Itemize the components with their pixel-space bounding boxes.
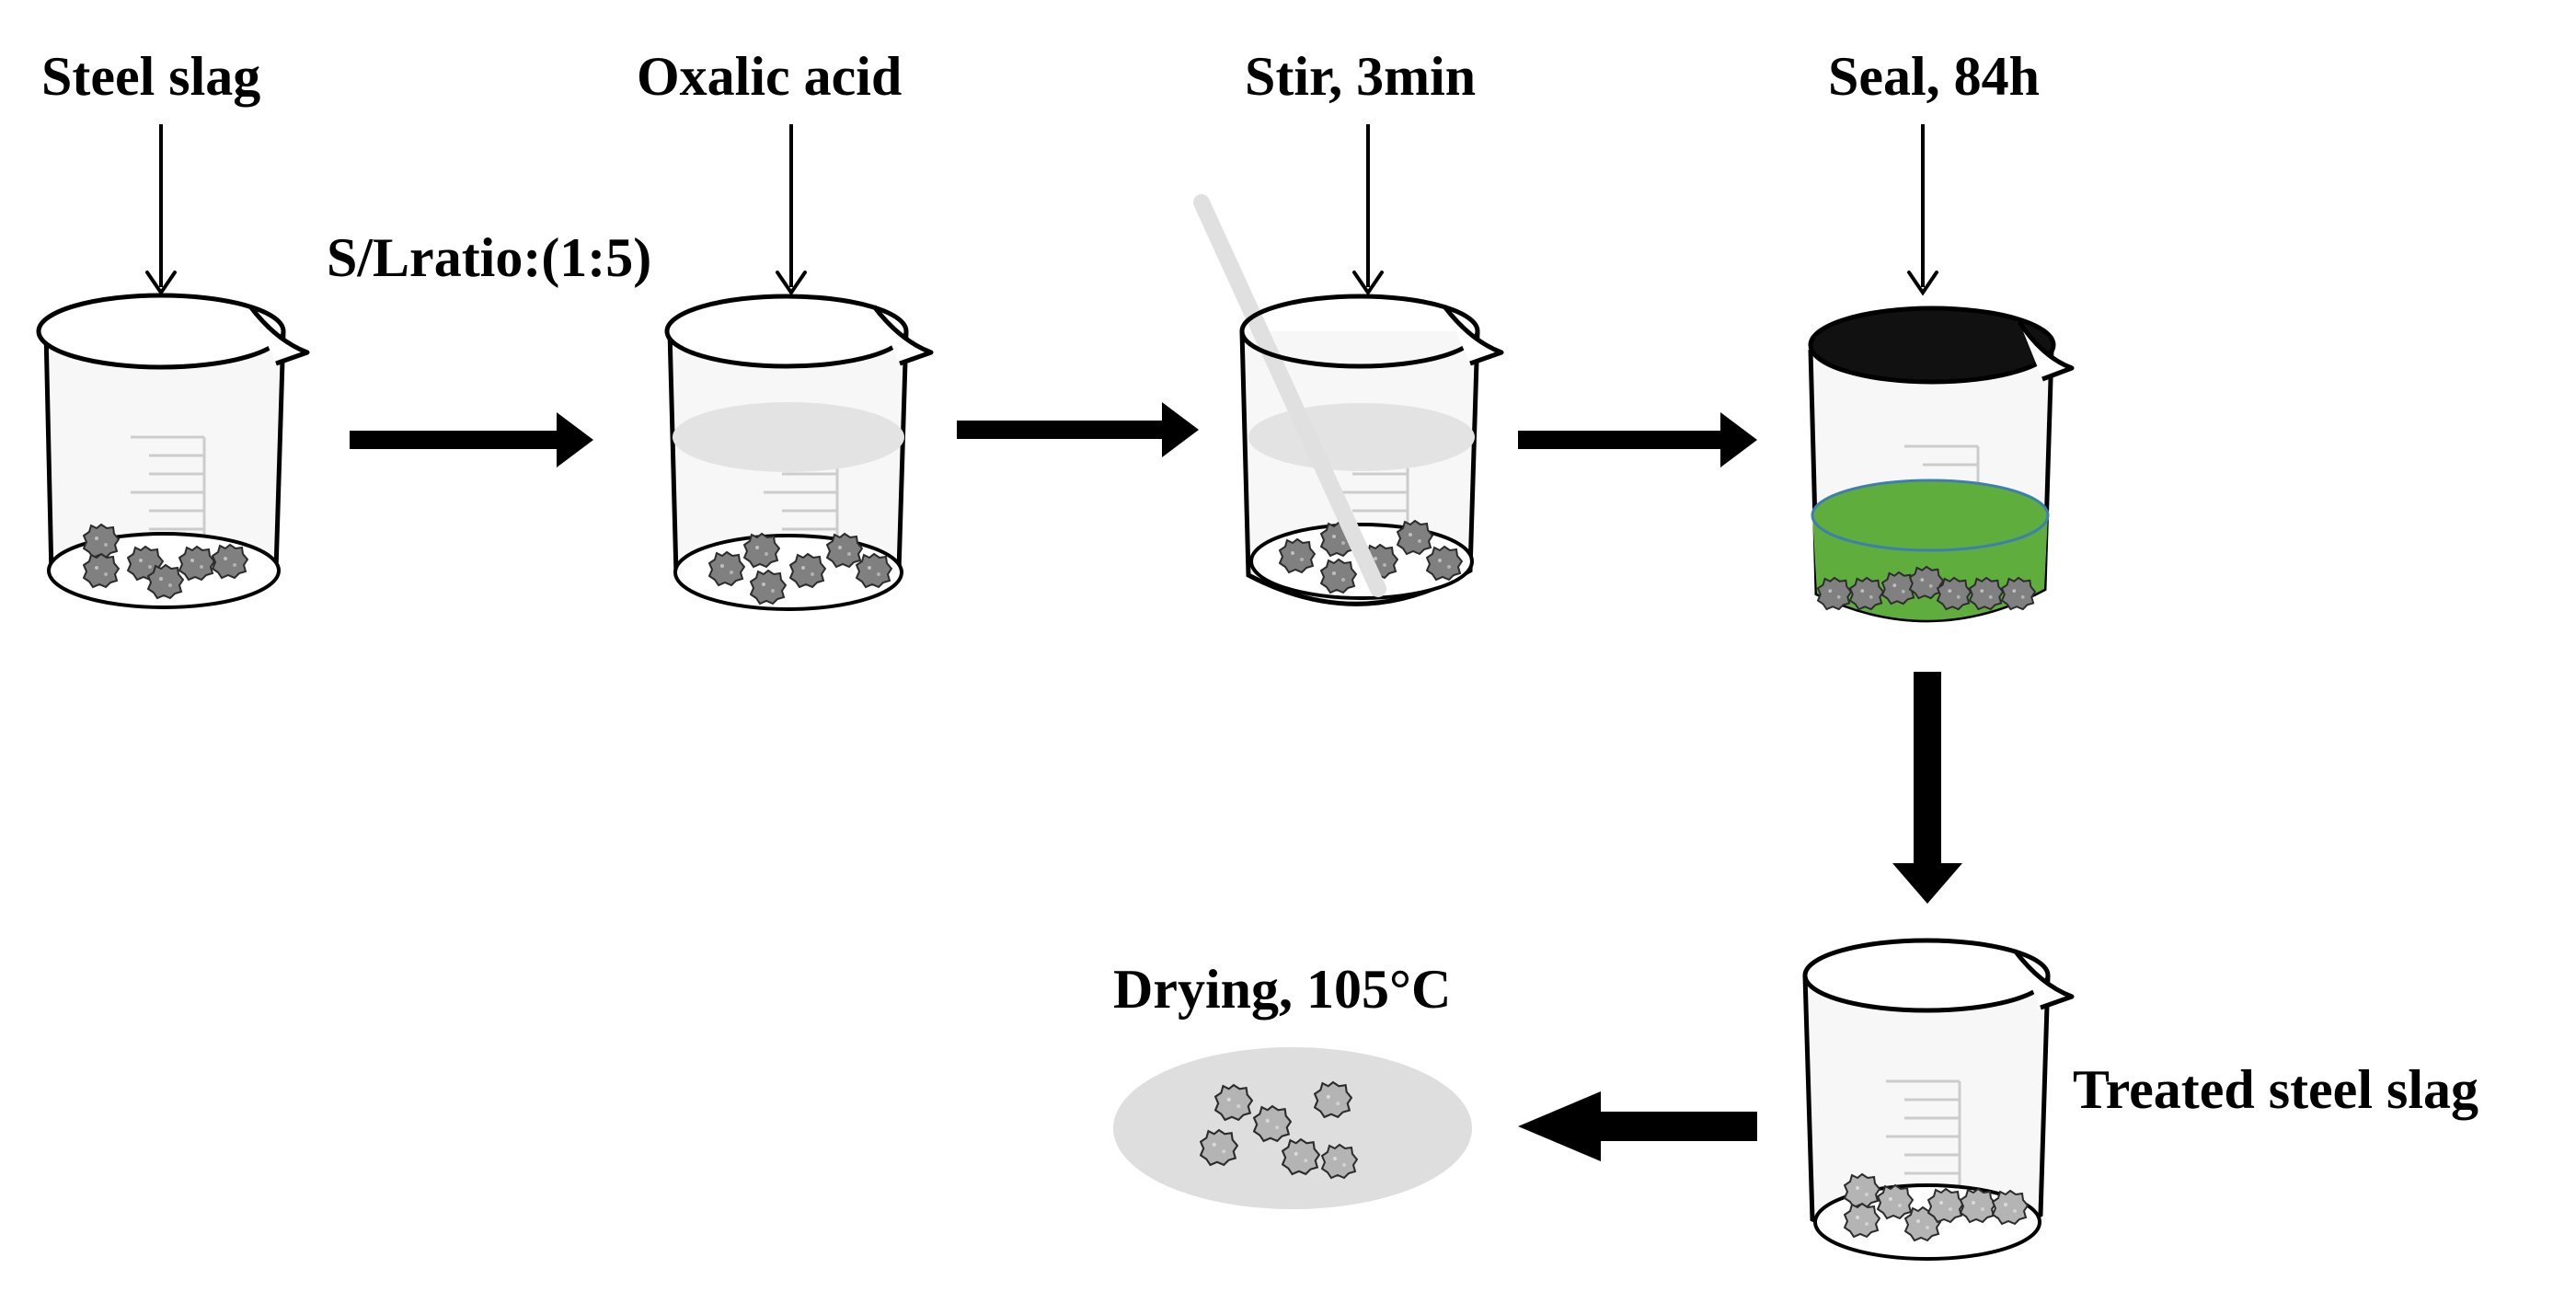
input-arrows — [145, 124, 1938, 296]
arrow-right-1 — [350, 412, 593, 467]
arrow-left-thick — [1518, 1091, 1757, 1161]
dish — [1113, 1047, 1472, 1209]
label-treated-steel-slag: Treated steel slag — [2073, 1059, 2478, 1120]
arrow-down-oxalic-acid — [776, 124, 807, 296]
beaker-oxalic-acid — [664, 294, 934, 611]
beaker-rim — [1239, 294, 1480, 369]
beaker-steel-slag — [36, 293, 310, 609]
beaker-spout — [2017, 320, 2075, 382]
arrow-down-thick — [1892, 672, 1962, 904]
beaker-rim — [664, 294, 909, 369]
label-seal: Seal, 84h — [1828, 46, 2040, 107]
beaker-spout — [2013, 949, 2075, 1010]
arrow-down-stir — [1352, 124, 1384, 296]
beaker-rim — [1802, 938, 2051, 1013]
beaker-spout — [872, 305, 934, 366]
beaker-rim — [36, 293, 286, 370]
beaker-spout — [248, 305, 310, 366]
beaker-treated — [1802, 938, 2075, 1261]
process-arrows — [350, 402, 1962, 1161]
arrow-right-2 — [957, 402, 1199, 457]
label-oxalic-acid: Oxalic acid — [637, 46, 902, 107]
arrow-down-steel-slag — [145, 124, 177, 296]
label-stir: Stir, 3min — [1245, 46, 1476, 107]
green-liquid-surface — [1811, 479, 2050, 552]
arrow-down-seal — [1907, 124, 1938, 296]
liquid-surface — [1248, 403, 1475, 471]
drying-dish — [1113, 1047, 1472, 1209]
liquid-surface — [673, 402, 904, 472]
label-drying: Drying, 105°C — [1113, 959, 1451, 1020]
label-steel-slag: Steel slag — [41, 46, 260, 107]
beaker-sealed — [1808, 306, 2075, 623]
stir-rod — [1193, 194, 1386, 597]
lid — [1808, 306, 2056, 385]
arrow-right-3 — [1518, 412, 1757, 467]
label-ratio: S/Lratio:(1:5) — [327, 227, 651, 288]
beaker-stir — [1193, 194, 1504, 606]
beaker-spout — [1443, 305, 1504, 366]
